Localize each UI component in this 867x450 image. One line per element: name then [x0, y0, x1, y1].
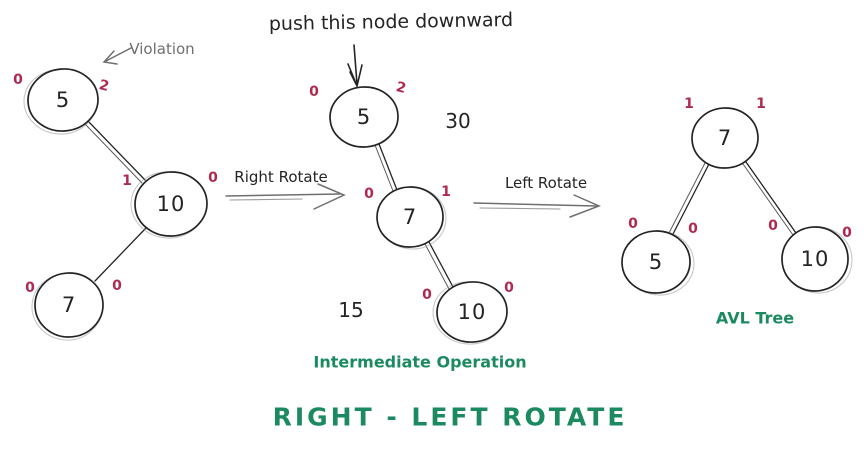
- balance-factor: 0: [208, 170, 218, 186]
- initial-node-7-circle: [34, 272, 104, 338]
- violation-label: Violation: [129, 40, 195, 58]
- right-rotate-arrow: [225, 183, 346, 210]
- intermediate-node-5-value: 5: [356, 105, 372, 129]
- balance-factor: 0: [768, 218, 778, 234]
- page-title: RIGHT - LEFT ROTATE: [272, 402, 628, 432]
- initial-node-10-value: 10: [156, 192, 186, 216]
- right-rotate-label: Right Rotate: [234, 168, 328, 186]
- balance-factor: 0: [25, 280, 35, 296]
- left-rotate-label: Left Rotate: [504, 174, 588, 192]
- intermediate-operation-label: Intermediate Operation: [313, 352, 527, 372]
- initial-node-5-value: 5: [55, 88, 71, 112]
- violation-arrow: [102, 47, 132, 65]
- balance-factor: 0: [364, 186, 374, 202]
- stray-number-30: 30: [445, 109, 471, 133]
- avl-tree-label: AVL Tree: [715, 308, 795, 328]
- balance-factor: 1: [441, 184, 451, 200]
- balance-factor: 0: [422, 287, 432, 303]
- balance-factor: 0: [112, 278, 122, 294]
- intermediate-node-7-circle: [376, 186, 444, 248]
- push-down-arrow: [347, 44, 363, 89]
- intermediate-node-10-value: 10: [457, 300, 487, 324]
- intermediate-node-5-circle: [329, 86, 399, 148]
- balance-factor: 1: [756, 96, 766, 112]
- balance-factor: 0: [688, 221, 698, 237]
- intermediate-tree-edges: [374, 143, 454, 290]
- initial-node-10-circle: [134, 171, 208, 237]
- final-node-7-value: 7: [717, 126, 733, 150]
- left-rotate-arrow: [473, 194, 601, 218]
- intermediate-node-10-circle: [436, 281, 508, 343]
- balance-factor: 0: [628, 216, 638, 232]
- push-down-label: push this node downward: [268, 8, 514, 36]
- initial-tree-edges: [84, 120, 147, 282]
- final-tree-edges: [668, 161, 797, 236]
- balance-factor: 0: [504, 280, 514, 296]
- final-node-10-circle: [781, 226, 849, 292]
- stray-number-15: 15: [338, 298, 364, 322]
- initial-node-7-value: 7: [61, 293, 77, 317]
- final-node-5-circle: [621, 230, 691, 294]
- final-node-10-value: 10: [800, 247, 830, 271]
- intermediate-node-7-value: 7: [402, 205, 418, 229]
- balance-factor: 1: [122, 173, 132, 189]
- balance-factor: 0: [13, 72, 23, 88]
- final-node-5-value: 5: [648, 250, 664, 274]
- initial-node-5-circle: [27, 68, 99, 132]
- balance-factor: 0: [309, 84, 319, 100]
- final-node-7-circle: [691, 107, 759, 169]
- balance-factor: 1: [684, 96, 694, 112]
- balance-factor: 0: [842, 225, 852, 241]
